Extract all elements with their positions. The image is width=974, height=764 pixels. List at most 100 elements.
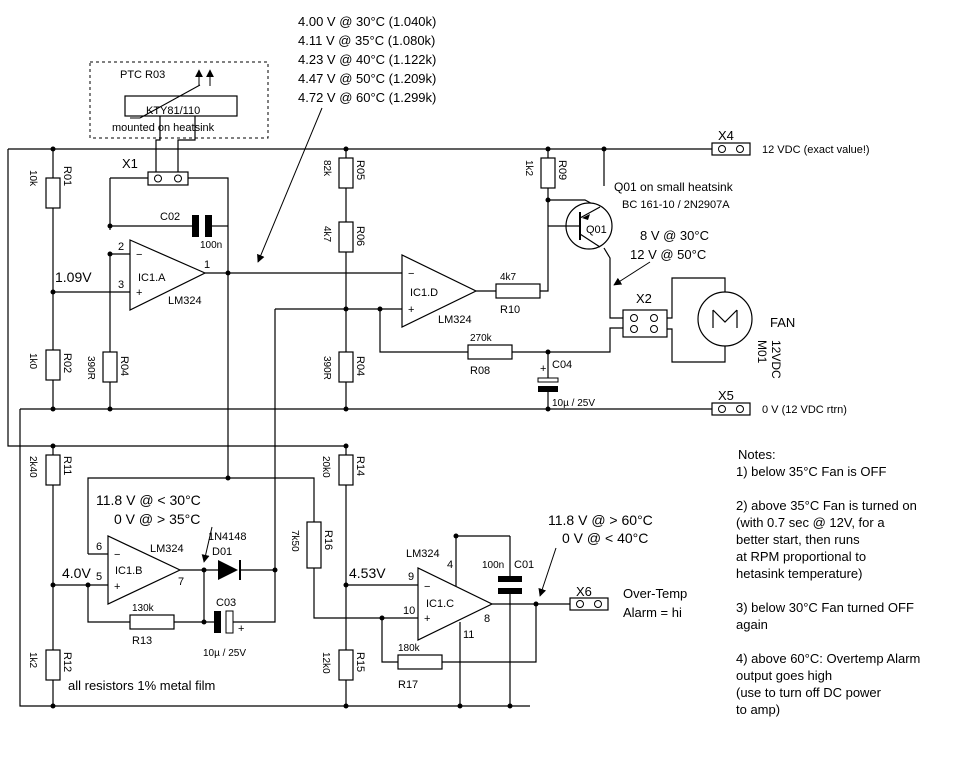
x5-desc: 0 V (12 VDC rtrn)	[762, 404, 847, 416]
b-out-1: 11.8 V @ < 30°C	[96, 492, 201, 508]
c01-label: C01	[514, 559, 534, 571]
ic1b-symbol	[107, 535, 182, 605]
d01-label: D01	[212, 546, 232, 558]
x2-label: X2	[636, 291, 652, 306]
r10-value: 4k7	[500, 272, 517, 283]
ic1a-symbol	[129, 239, 207, 311]
note-1: 1) below 35°C Fan is OFF	[736, 464, 887, 479]
fan-motor	[697, 291, 753, 347]
r12	[45, 649, 61, 681]
x6-desc-1: Over-Temp	[623, 586, 687, 601]
svg-text:6: 6	[96, 541, 102, 553]
x4-label: X4	[718, 128, 734, 143]
ptc-part: KTY81/110	[146, 105, 200, 117]
r12-value: 1k2	[27, 652, 38, 669]
connector-x1: X1	[110, 156, 229, 273]
q01-stage: 1k2 R09 Q01 Q01 on small heatsink BC 161…	[523, 146, 734, 319]
svg-text:3: 3	[118, 279, 124, 291]
r13	[129, 614, 175, 630]
r05-value: 82k	[321, 160, 332, 177]
r12-label: R12	[61, 652, 73, 672]
b-out-2: 0 V @ > 35°C	[114, 511, 200, 527]
r04a-label: R04	[118, 356, 130, 376]
r17-value: 180k	[398, 643, 421, 654]
r14	[338, 454, 354, 486]
r09-value: 1k2	[523, 160, 534, 177]
fan-m: M01	[755, 340, 769, 364]
svg-text:8: 8	[484, 613, 490, 625]
temp-row-3: 4.23 V @ 40°C (1.122k)	[298, 52, 436, 67]
fan-label: FAN	[770, 315, 795, 330]
connectors-power: X4 12 VDC (exact value!) X5 0 V (12 VDC …	[711, 128, 870, 416]
ic1c-lm: LM324	[406, 548, 440, 560]
temp-row-5: 4.72 V @ 60°C (1.299k)	[298, 90, 436, 105]
r15-label: R15	[354, 652, 366, 672]
svg-text:5: 5	[96, 571, 102, 583]
r04b	[338, 351, 354, 383]
ic1a-lm: LM324	[168, 295, 202, 307]
q01-desc-2: BC 161-10 / 2N2907A	[622, 199, 730, 211]
svg-text:−: −	[424, 581, 430, 593]
r04b-value: 390R	[321, 356, 332, 380]
fan-v-1: 8 V @ 30°C	[640, 228, 709, 243]
c-out-1: 11.8 V @ > 60°C	[548, 512, 653, 528]
d01	[218, 560, 238, 580]
x6-desc-2: Alarm = hi	[623, 605, 682, 620]
notes-panel: Notes: 1) below 35°C Fan is OFF 2) above…	[736, 446, 972, 718]
c03-label: C03	[216, 597, 236, 609]
r11	[45, 454, 61, 486]
r04a	[102, 351, 118, 383]
r10	[495, 283, 541, 299]
r04b-label: R04	[354, 356, 366, 376]
r01-label: R01	[61, 166, 73, 186]
r01-value: 10k	[27, 170, 38, 187]
temp-table: 4.00 V @ 30°C (1.040k) 4.11 V @ 35°C (1.…	[257, 14, 436, 263]
c-out-2: 0 V @ < 40°C	[562, 530, 648, 546]
r05-r06-divider: 82k R05 4k7 R06 390R R04	[274, 146, 402, 570]
r11-label: R11	[61, 456, 73, 475]
ptc-title: PTC R03	[120, 69, 165, 81]
r08-value: 270k	[470, 333, 493, 344]
resistor-note: all resistors 1% metal film	[68, 678, 215, 693]
fan-v-2: 12 V @ 50°C	[630, 247, 706, 262]
r14-label: R14	[354, 456, 366, 476]
svg-text:2: 2	[118, 241, 124, 253]
x1-label: X1	[122, 156, 138, 171]
ic1b-lm: LM324	[150, 543, 184, 555]
svg-text:+: +	[238, 623, 244, 635]
ptc-mount: mounted on heatsink	[112, 122, 215, 134]
r13-value: 130k	[132, 603, 155, 614]
temp-row-4: 4.47 V @ 50°C (1.209k)	[298, 71, 436, 86]
r15-value: 12k0	[320, 652, 331, 674]
ic1b-label: IC1.B	[115, 565, 143, 577]
r06-value: 4k7	[321, 226, 332, 243]
x4-desc: 12 VDC (exact value!)	[762, 144, 870, 156]
ic1a-label: IC1.A	[138, 272, 166, 284]
svg-text:+: +	[136, 287, 142, 299]
r05	[338, 157, 354, 189]
r02-value: 1k0	[27, 353, 38, 370]
r16	[306, 521, 322, 569]
v453-label: 4.53V	[349, 565, 386, 581]
svg-text:11: 11	[463, 629, 474, 641]
svg-text:10: 10	[403, 605, 415, 617]
x6-label: X6	[576, 584, 592, 599]
c04-label: C04	[552, 359, 572, 371]
r14-value: 20k0	[320, 456, 331, 478]
ic1d-label: IC1.D	[410, 287, 438, 299]
c04: + C04 10µ / 25V	[537, 352, 595, 412]
ic1a: C02 100n 390R R04 − + IC1.A LM324 2 3 1	[53, 178, 402, 478]
r17-label: R17	[398, 679, 418, 691]
svg-text:+: +	[424, 613, 430, 625]
temp-row-2: 4.11 V @ 35°C (1.080k)	[298, 33, 435, 48]
r01-r02-divider: 10k R01 1k0 R02 1.09V	[27, 146, 92, 412]
c04-value: 10µ / 25V	[552, 398, 595, 409]
r11-value: 2k40	[27, 456, 38, 478]
svg-text:−: −	[114, 549, 120, 561]
r06-label: R06	[354, 226, 366, 246]
r04a-value: 390R	[85, 356, 96, 380]
c01-value: 100n	[482, 560, 504, 571]
q01-label: Q01	[586, 224, 607, 236]
v40-label: 4.0V	[62, 565, 91, 581]
